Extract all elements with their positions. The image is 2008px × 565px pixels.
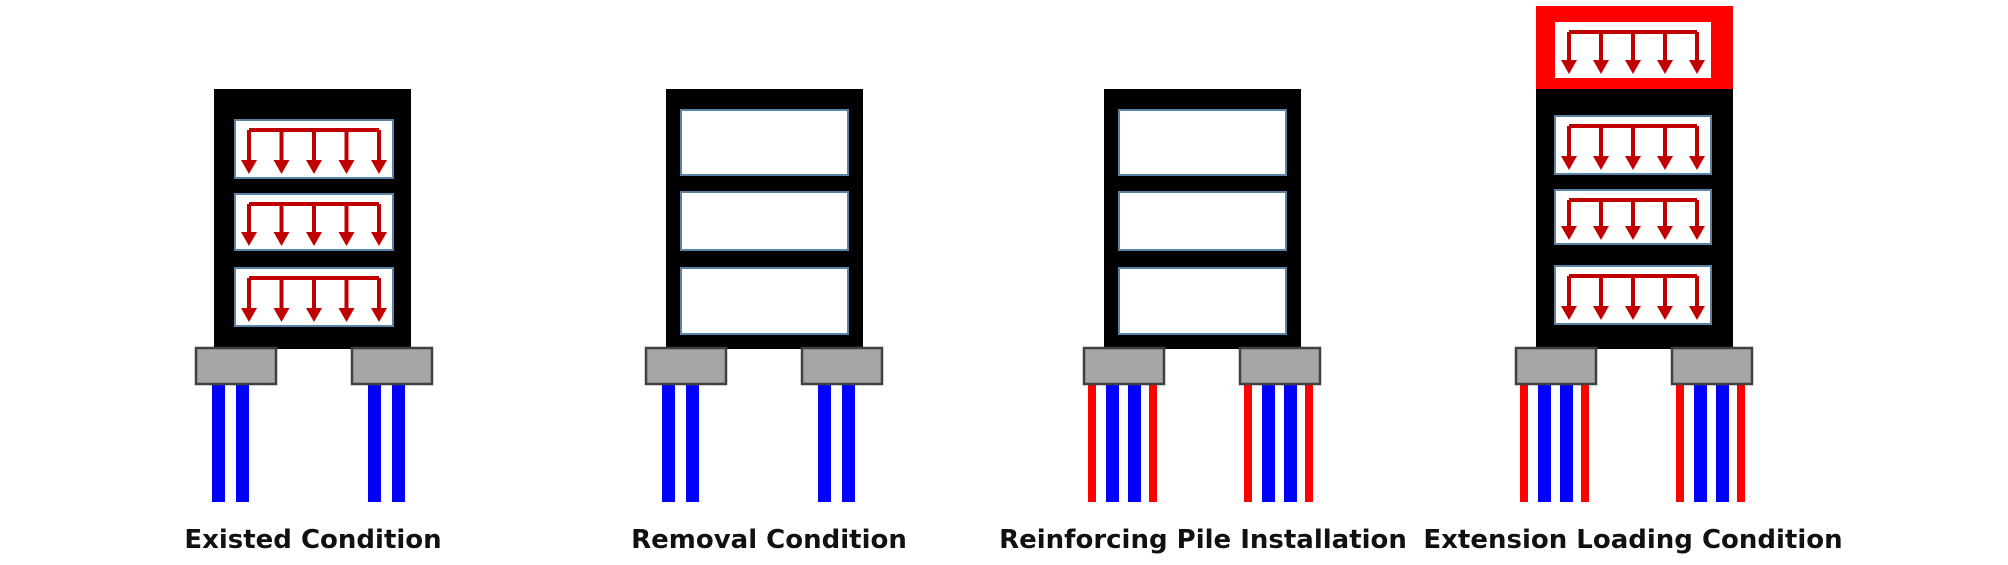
existing-pile [1694, 384, 1707, 502]
load-arrow-head [273, 232, 290, 246]
distributed-load-1 [1561, 198, 1705, 240]
existing-pile [368, 384, 381, 502]
load-arrow-head [1657, 156, 1673, 170]
pile-cap-footing [350, 346, 434, 386]
pile-cap-footing [1082, 346, 1166, 386]
pile-cap-footing [1238, 346, 1322, 386]
load-arrow-head [338, 232, 355, 246]
load-arrow-head [1593, 156, 1609, 170]
load-arrow-head [1657, 306, 1673, 320]
pile-cap-footing [800, 346, 884, 386]
load-arrow-head [1593, 306, 1609, 320]
reinforcing-pile [1676, 384, 1684, 502]
reinforcing-pile [1581, 384, 1589, 502]
load-arrow-head [1625, 60, 1641, 74]
pile-cap-footing [1514, 346, 1598, 386]
existing-pile [1284, 384, 1297, 502]
load-arrow-head [371, 160, 387, 174]
caption-existed-condition: Existed Condition [184, 525, 442, 555]
pile-group-1 [818, 384, 855, 502]
caption-reinforcing-pile-installation: Reinforcing Pile Installation [999, 525, 1407, 555]
load-arrow-head [1689, 226, 1705, 240]
existing-pile [236, 384, 249, 502]
distributed-load-extension [1561, 30, 1705, 74]
building-reinforcing [1082, 89, 1322, 502]
pile-cap-footing [1670, 346, 1754, 386]
load-arrow-head [1561, 60, 1577, 74]
load-arrow-head [241, 308, 257, 322]
pile-group-0 [212, 384, 249, 502]
load-arrow-head [1593, 226, 1609, 240]
distributed-load-2 [241, 276, 387, 322]
reinforcing-pile [1305, 384, 1313, 502]
load-arrow-head [273, 308, 290, 322]
existing-pile [1716, 384, 1729, 502]
load-arrow-head [338, 308, 355, 322]
pile-cap-footing [194, 346, 278, 386]
load-arrow-head [1689, 60, 1705, 74]
pile-cap-footing [644, 346, 728, 386]
pile-group-1 [1244, 384, 1313, 502]
load-arrow-head [1689, 156, 1705, 170]
load-arrow-head [241, 232, 257, 246]
reinforcing-pile [1149, 384, 1157, 502]
floor-room [680, 109, 849, 176]
load-arrow-head [241, 160, 257, 174]
reinforcing-pile [1088, 384, 1096, 502]
caption-removal-condition: Removal Condition [631, 525, 907, 555]
load-arrow-head [306, 160, 322, 174]
load-arrow-head [1625, 226, 1641, 240]
building-existed [194, 89, 434, 502]
building-removal [644, 89, 884, 502]
load-arrow-head [1689, 306, 1705, 320]
reinforcing-pile [1737, 384, 1745, 502]
load-arrow-head [306, 232, 322, 246]
reinforcing-pile [1244, 384, 1252, 502]
pile-group-1 [368, 384, 405, 502]
floor-room [1118, 267, 1287, 335]
distributed-load-0 [241, 128, 387, 174]
existing-pile [1560, 384, 1573, 502]
existing-pile [686, 384, 699, 502]
existing-pile [1538, 384, 1551, 502]
pile-group-0 [1088, 384, 1157, 502]
existing-pile [392, 384, 405, 502]
reinforcing-pile [1520, 384, 1528, 502]
pile-group-1 [1676, 384, 1745, 502]
load-arrow-head [1625, 306, 1641, 320]
caption-extension-loading-condition: Extension Loading Condition [1423, 525, 1843, 555]
existing-pile [1106, 384, 1119, 502]
load-arrow-head [273, 160, 290, 174]
load-arrow-head [1625, 156, 1641, 170]
load-arrow-head [1561, 156, 1577, 170]
load-arrow-head [1561, 306, 1577, 320]
load-arrow-head [1657, 226, 1673, 240]
floor-room [680, 267, 849, 335]
existing-pile [842, 384, 855, 502]
floor-room [680, 191, 849, 251]
load-arrow-head [306, 308, 322, 322]
load-arrow-head [371, 308, 387, 322]
load-arrow-head [1593, 60, 1609, 74]
extension-storey [1536, 6, 1733, 90]
pile-group-0 [662, 384, 699, 502]
existing-pile [212, 384, 225, 502]
load-arrow-head [338, 160, 355, 174]
distributed-load-1 [241, 202, 387, 246]
existing-pile [662, 384, 675, 502]
existing-pile [1262, 384, 1275, 502]
existing-pile [818, 384, 831, 502]
load-arrow-head [1561, 226, 1577, 240]
building-extension [1514, 6, 1754, 502]
existing-pile [1128, 384, 1141, 502]
load-arrow-head [371, 232, 387, 246]
floor-room [1118, 191, 1287, 251]
pile-group-0 [1520, 384, 1589, 502]
distributed-load-0 [1561, 124, 1705, 170]
distributed-load-2 [1561, 274, 1705, 320]
floor-room [1118, 109, 1287, 176]
load-arrow-head [1657, 60, 1673, 74]
